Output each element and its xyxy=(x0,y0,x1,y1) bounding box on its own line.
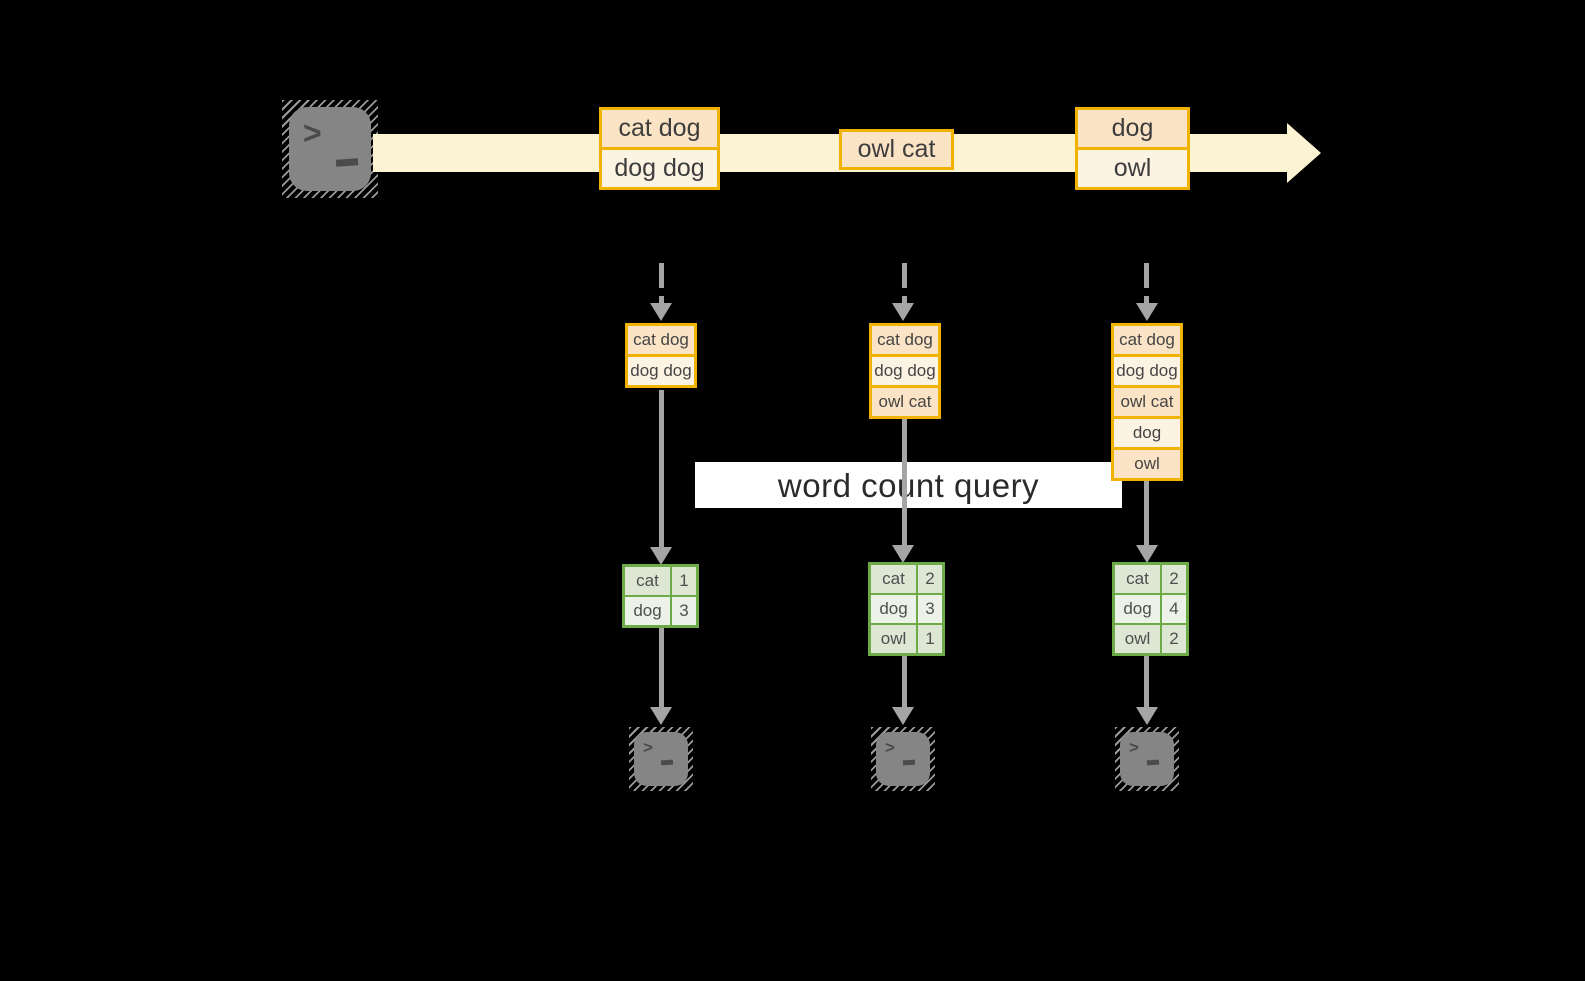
terminal-icon: > xyxy=(871,727,935,791)
output-arrow-line xyxy=(1144,656,1149,707)
terminal-icon: > xyxy=(282,100,378,198)
buffer-row: cat dog xyxy=(872,326,938,354)
event-line: owl xyxy=(1078,147,1187,187)
arrowhead-icon xyxy=(650,547,672,565)
count-word: owl xyxy=(1115,625,1160,653)
count-word: dog xyxy=(1115,595,1160,623)
count-value: 1 xyxy=(918,625,942,653)
event-buffer-1: cat dog dog dog xyxy=(625,323,697,388)
terminal-body: > xyxy=(289,107,371,191)
event-line: dog dog xyxy=(602,147,717,187)
stream-event-3: dog owl xyxy=(1075,107,1190,190)
terminal-icon: > xyxy=(1115,727,1179,791)
event-buffer-2: cat dog dog dog owl cat xyxy=(869,323,941,419)
prompt-dash-icon xyxy=(902,759,916,766)
dashed-arrow-line xyxy=(902,263,907,303)
event-buffer-3: cat dog dog dog owl cat dog owl xyxy=(1111,323,1183,481)
arrowhead-icon xyxy=(892,545,914,563)
count-value: 2 xyxy=(918,565,942,593)
stream-arrowhead-icon xyxy=(1287,123,1321,183)
count-word: cat xyxy=(1115,565,1160,593)
query-arrow-line xyxy=(659,390,664,547)
count-table-1: cat 1 dog 3 xyxy=(622,564,699,628)
count-value: 3 xyxy=(918,595,942,623)
terminal-body: > xyxy=(876,732,930,786)
arrowhead-icon xyxy=(650,303,672,321)
stream-event-2: owl cat xyxy=(839,129,954,170)
terminal-icon: > xyxy=(629,727,693,791)
dashed-arrow-line xyxy=(1144,263,1149,303)
count-table-3: cat 2 dog 4 owl 2 xyxy=(1112,562,1189,656)
arrowhead-icon xyxy=(892,707,914,725)
count-word: dog xyxy=(871,595,916,623)
query-arrow-line xyxy=(1144,481,1149,545)
buffer-row: dog dog xyxy=(628,354,694,385)
buffer-row: dog dog xyxy=(1114,354,1180,385)
buffer-row: owl xyxy=(1114,447,1180,478)
arrowhead-icon xyxy=(650,707,672,725)
buffer-row: owl cat xyxy=(872,385,938,416)
count-value: 1 xyxy=(672,567,696,595)
output-arrow-line xyxy=(659,628,664,707)
stream-event-1: cat dog dog dog xyxy=(599,107,720,190)
query-arrow-line xyxy=(902,419,907,545)
terminal-body: > xyxy=(1120,732,1174,786)
prompt-chevron-icon: > xyxy=(1129,738,1139,757)
dashed-arrow-line xyxy=(659,263,664,303)
arrowhead-icon xyxy=(1136,545,1158,563)
count-value: 3 xyxy=(672,597,696,625)
buffer-row: dog dog xyxy=(872,354,938,385)
count-word: owl xyxy=(871,625,916,653)
output-arrow-line xyxy=(902,656,907,707)
prompt-dash-icon xyxy=(335,158,359,167)
event-line: owl cat xyxy=(842,132,951,167)
terminal-body: > xyxy=(634,732,688,786)
event-line: cat dog xyxy=(602,110,717,147)
buffer-row: cat dog xyxy=(1114,326,1180,354)
buffer-row: cat dog xyxy=(628,326,694,354)
event-line: dog xyxy=(1078,110,1187,147)
prompt-chevron-icon: > xyxy=(303,115,322,151)
arrowhead-icon xyxy=(892,303,914,321)
buffer-row: dog xyxy=(1114,416,1180,447)
arrowhead-icon xyxy=(1136,303,1158,321)
count-word: dog xyxy=(625,597,670,625)
count-word: cat xyxy=(625,567,670,595)
count-value: 4 xyxy=(1162,595,1186,623)
prompt-chevron-icon: > xyxy=(643,738,653,757)
prompt-dash-icon xyxy=(1146,759,1160,766)
arrowhead-icon xyxy=(1136,707,1158,725)
count-word: cat xyxy=(871,565,916,593)
count-table-2: cat 2 dog 3 owl 1 xyxy=(868,562,945,656)
query-label: word count query xyxy=(695,462,1122,508)
count-value: 2 xyxy=(1162,565,1186,593)
prompt-chevron-icon: > xyxy=(885,738,895,757)
count-value: 2 xyxy=(1162,625,1186,653)
buffer-row: owl cat xyxy=(1114,385,1180,416)
prompt-dash-icon xyxy=(660,759,674,766)
